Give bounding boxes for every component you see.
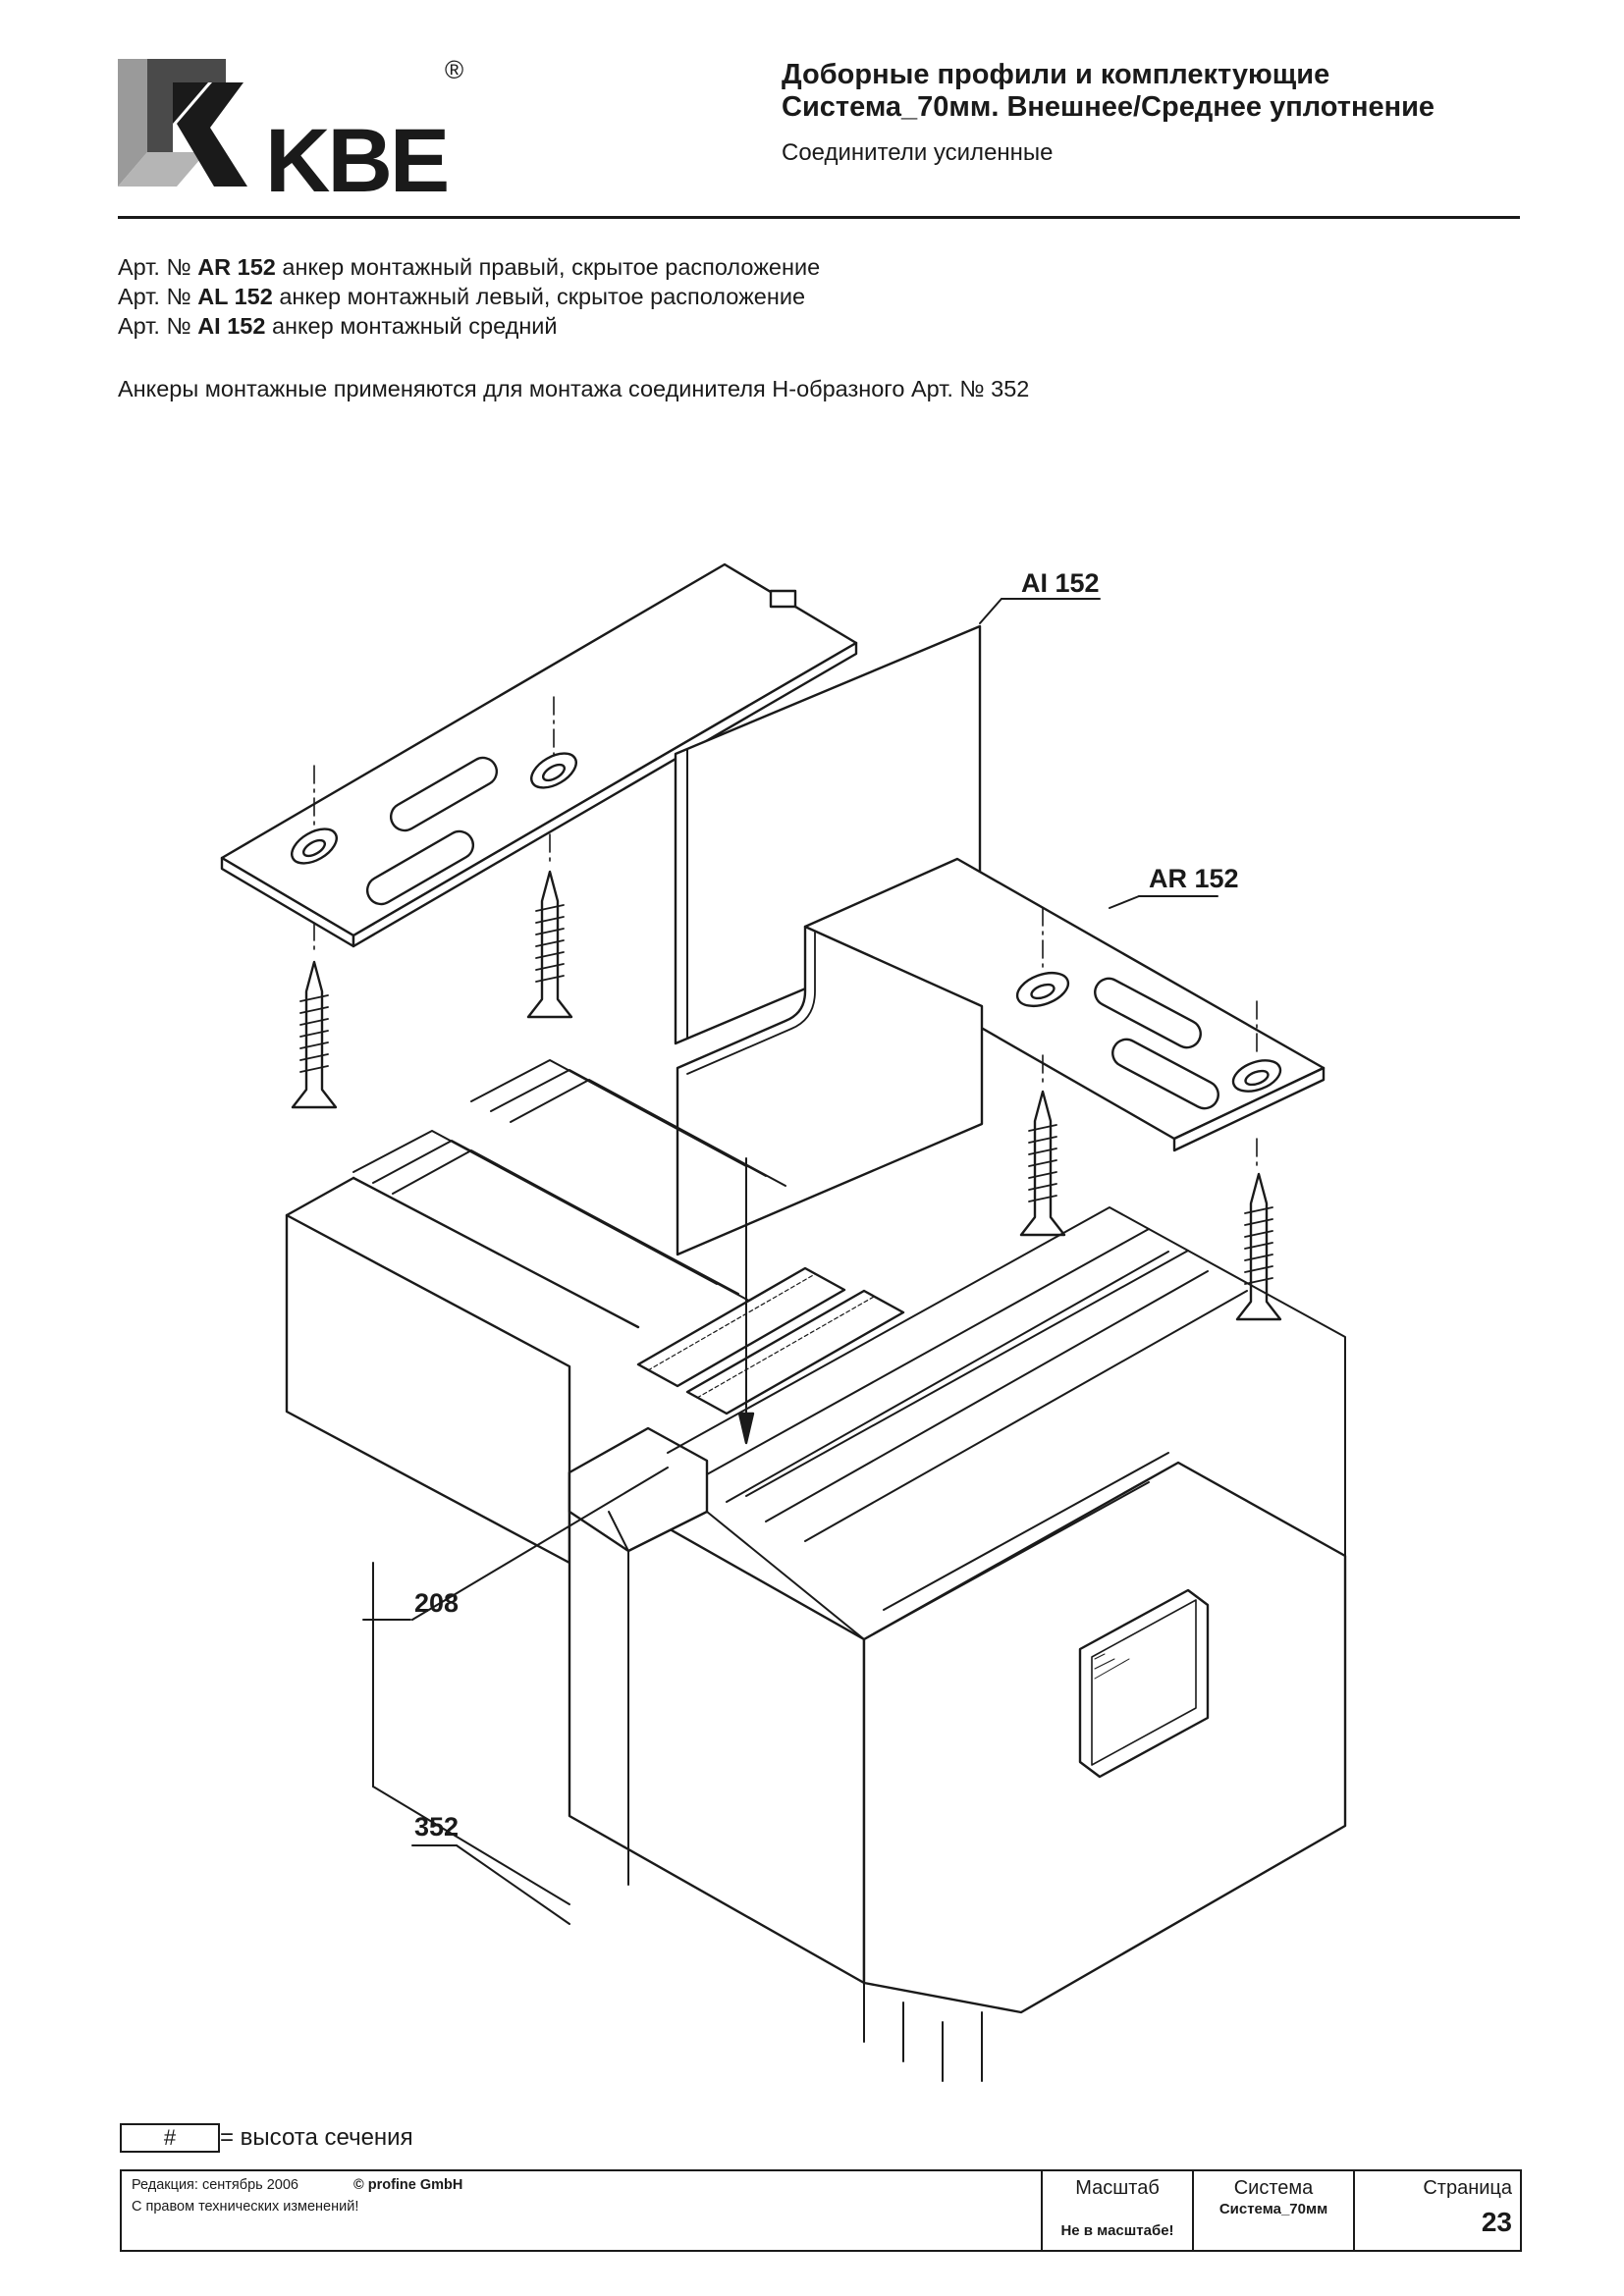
article-desc: анкер монтажный правый, скрытое располож… [282,254,821,280]
scale-value: Не в масштабе! [1060,2222,1174,2239]
screw-right-1 [1019,1054,1066,1237]
article-line-al152: Арт. № AL 152 анкер монтажный левый, скр… [118,282,805,311]
divider [1192,2171,1194,2250]
callout-ai152: AI 152 [979,568,1101,624]
article-prefix: Арт. № [118,313,191,339]
article-code: AR 152 [197,254,276,280]
callout-208: 208 [362,1467,669,1621]
screw-left-2 [526,833,573,1019]
page-title: Доборные профили и комплектующие Система… [782,59,1435,124]
article-desc: анкер монтажный средний [271,313,558,339]
article-code: AL 152 [197,284,273,309]
rights-text: С правом технических изменений! [132,2199,359,2215]
article-prefix: Арт. № [118,254,191,280]
article-prefix: Арт. № [118,284,191,309]
edition-text: Редакция: сентябрь 2006 [132,2177,298,2193]
callout-208-label: 208 [414,1588,459,1618]
page-label: Страница [1423,2177,1512,2199]
article-line-ar152: Арт. № AR 152 анкер монтажный правый, ск… [118,252,820,282]
page-title-line2: Система_70мм. Внешнее/Среднее уплотнение [782,91,1435,123]
scale-label: Масштаб [1075,2177,1160,2199]
assembly-drawing: AI 152 AR 152 208 352 [118,530,1522,2101]
callout-ai152-label: AI 152 [1021,568,1100,598]
system-value: Система_70мм [1218,2201,1328,2217]
screw-left-1 [291,922,338,1109]
article-code: AI 152 [197,313,266,339]
divider [1353,2171,1355,2250]
kbe-logo [118,59,481,206]
page-subtitle: Соединители усиленные [782,139,1054,166]
registered-mark: ® [445,55,464,84]
callout-352-label: 352 [414,1812,459,1842]
article-desc: анкер монтажный левый, скрытое расположе… [279,284,806,309]
legend-text: = высота сечения [220,2124,413,2151]
brand-wordmark: KBE [265,111,450,211]
usage-note: Анкеры монтажные применяются для монтажа… [118,376,1030,401]
page-number: 23 [1481,2207,1512,2237]
callout-352: 352 [411,1812,570,1925]
copyright-text: © profine GmbH [353,2177,463,2193]
anchor-ai152-plate [220,562,858,948]
screw-right-2 [1235,1138,1282,1321]
callout-ar152-label: AR 152 [1149,864,1239,893]
anchor-ar152 [676,857,1326,1256]
system-label: Система [1233,2177,1314,2199]
header-divider [118,216,1520,219]
divider [1041,2171,1043,2250]
kbe-logo-mark [118,59,247,187]
article-line-ai152: Арт. № AI 152 анкер монтажный средний [118,311,558,341]
callout-ar152: AR 152 [1109,864,1239,909]
title-block: Редакция: сентябрь 2006 © profine GmbH С… [120,2169,1522,2252]
legend-symbol: # [120,2123,220,2153]
page-title-line1: Доборные профили и комплектующие [782,59,1330,90]
window-profile [285,1059,1347,2082]
